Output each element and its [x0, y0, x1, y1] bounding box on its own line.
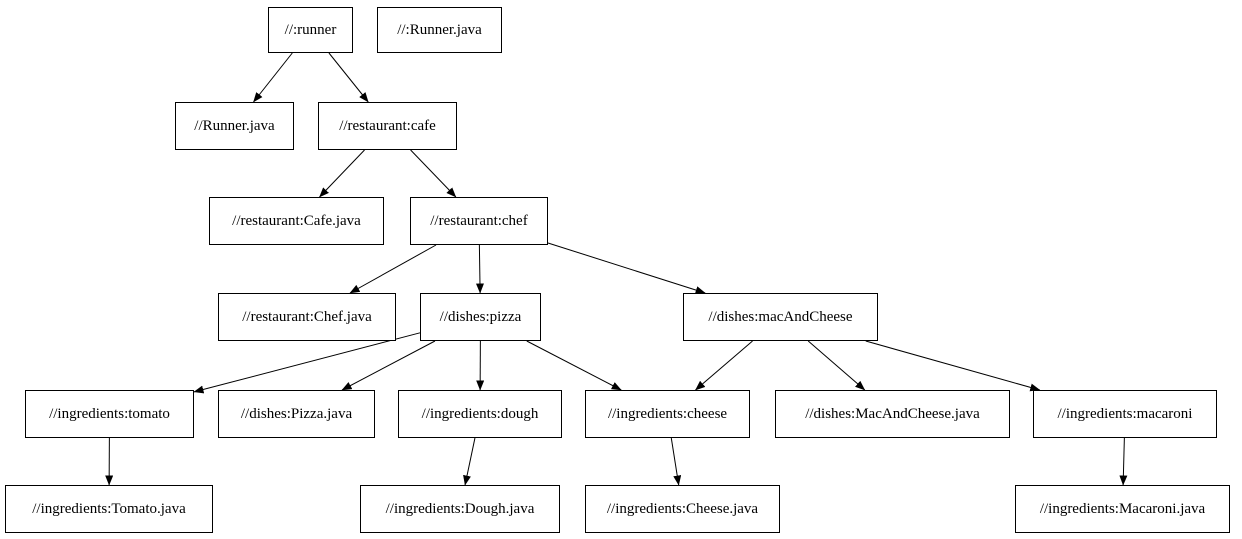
- graph-edge-mac-and-cheese-to-macaroni: [865, 340, 1041, 392]
- graph-node-label: //ingredients:Dough.java: [385, 500, 535, 517]
- graph-edge-pizza-to-pizza-java: [341, 340, 436, 391]
- graph-node-label: //ingredients:Macaroni.java: [1039, 500, 1206, 517]
- graph-edge-chef-to-mac-and-cheese: [547, 242, 706, 294]
- graph-edge-pizza-to-tomato: [193, 332, 421, 394]
- graph-node-cheese: //ingredients:cheese: [585, 390, 750, 438]
- graph-edge-mac-and-cheese-to-cheese: [695, 340, 753, 391]
- graph-edge-cafe-to-cafe-java: [319, 149, 365, 198]
- graph-node-cafe-java: //restaurant:Cafe.java: [209, 197, 384, 245]
- graph-node-label: //ingredients:macaroni: [1057, 405, 1193, 422]
- graph-edge-cafe-to-chef: [410, 149, 457, 198]
- graph-node-root-runner-java: //:Runner.java: [377, 7, 502, 53]
- graph-node-label: //dishes:macAndCheese: [708, 308, 853, 325]
- graph-node-cheese-java: //ingredients:Cheese.java: [585, 485, 780, 533]
- graph-node-label: //ingredients:dough: [421, 405, 539, 422]
- graph-edge-dough-to-dough-java: [463, 437, 476, 486]
- graph-node-label: //ingredients:tomato: [49, 405, 170, 422]
- graph-node-dough-java: //ingredients:Dough.java: [360, 485, 560, 533]
- graph-node-runner-java: //Runner.java: [175, 102, 294, 150]
- graph-node-label: //restaurant:cafe: [339, 117, 436, 134]
- graph-edge-chef-to-chef-java: [349, 244, 437, 294]
- graph-edge-root-runner-to-runner-java: [253, 52, 293, 103]
- graph-node-chef-java: //restaurant:Chef.java: [218, 293, 396, 341]
- graph-node-label: //Runner.java: [194, 117, 275, 134]
- graph-node-label: //ingredients:Tomato.java: [32, 500, 186, 517]
- graph-edge-root-runner-to-cafe: [328, 52, 369, 103]
- graph-node-label: //restaurant:chef: [430, 212, 528, 229]
- graph-node-label: //dishes:Pizza.java: [240, 405, 353, 422]
- graph-node-tomato: //ingredients:tomato: [25, 390, 194, 438]
- graph-edge-chef-to-pizza: [475, 244, 484, 294]
- graph-node-pizza: //dishes:pizza: [420, 293, 541, 341]
- graph-edge-macaroni-to-macaroni-java: [1119, 437, 1128, 486]
- graph-node-chef: //restaurant:chef: [410, 197, 548, 245]
- graph-node-tomato-java: //ingredients:Tomato.java: [5, 485, 213, 533]
- graph-node-root-runner: //:runner: [268, 7, 353, 53]
- graph-edge-cheese-to-cheese-java: [670, 437, 682, 486]
- graph-node-label: //ingredients:Cheese.java: [606, 500, 759, 517]
- graph-node-mac-and-cheese-java: //dishes:MacAndCheese.java: [775, 390, 1010, 438]
- graph-node-label: //dishes:pizza: [439, 308, 522, 325]
- graph-node-macaroni: //ingredients:macaroni: [1033, 390, 1217, 438]
- graph-node-label: //:runner: [284, 21, 337, 38]
- graph-node-mac-and-cheese: //dishes:macAndCheese: [683, 293, 878, 341]
- graph-edge-pizza-to-cheese: [526, 340, 622, 391]
- edge-group: [105, 52, 1128, 486]
- graph-edge-mac-and-cheese-to-mac-and-cheese-java: [807, 340, 866, 391]
- graph-node-label: //ingredients:cheese: [607, 405, 728, 422]
- graph-node-dough: //ingredients:dough: [398, 390, 562, 438]
- graph-node-label: //dishes:MacAndCheese.java: [805, 405, 980, 422]
- graph-node-label: //restaurant:Chef.java: [242, 308, 372, 325]
- graph-node-label: //:Runner.java: [397, 21, 482, 38]
- graph-node-cafe: //restaurant:cafe: [318, 102, 457, 150]
- graph-node-macaroni-java: //ingredients:Macaroni.java: [1015, 485, 1230, 533]
- graph-node-pizza-java: //dishes:Pizza.java: [218, 390, 375, 438]
- graph-node-label: //restaurant:Cafe.java: [232, 212, 361, 229]
